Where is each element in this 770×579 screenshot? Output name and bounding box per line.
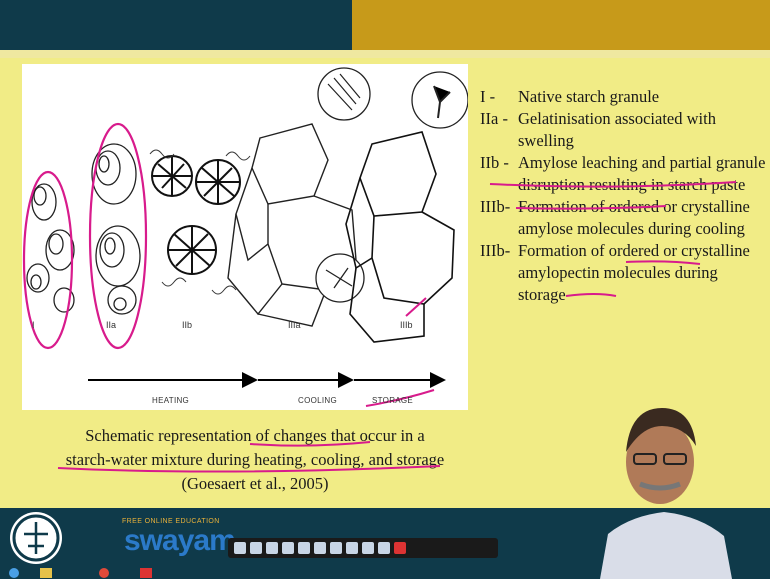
caption-annotations	[40, 440, 480, 476]
pdf-icon[interactable]	[140, 568, 152, 578]
stage-label-iiib: IIIb	[400, 320, 413, 330]
institute-logo-icon	[10, 512, 62, 564]
folder-icon[interactable]	[40, 568, 52, 578]
stage-label-iib: IIb	[182, 320, 192, 330]
zoom-inset-storage-left	[318, 68, 370, 120]
label-heating: HEATING	[152, 396, 189, 405]
annotation-underline	[490, 182, 736, 187]
label-storage: STORAGE	[372, 396, 413, 405]
taskbar	[0, 566, 200, 579]
undo-tool-icon[interactable]	[346, 542, 358, 554]
swollen-granules	[92, 144, 140, 314]
presenter-video	[560, 366, 770, 579]
pen-tool-icon[interactable]	[250, 542, 262, 554]
annotation-underline	[516, 206, 666, 209]
browser-icon[interactable]	[9, 568, 19, 578]
annotation-underline	[626, 261, 700, 264]
header-bar-gold	[352, 0, 770, 50]
annotation-underline	[566, 294, 616, 296]
swayam-wordmark: swayam	[124, 524, 235, 558]
schematic-drawing	[22, 64, 468, 410]
legend-item: I - Native starch granule	[480, 86, 766, 108]
text-tool-icon[interactable]	[330, 542, 342, 554]
line-tool-icon[interactable]	[314, 542, 326, 554]
legend-key: I -	[480, 86, 518, 108]
annotation-toolbar[interactable]	[228, 538, 498, 558]
stage-label-iia: IIa	[106, 320, 116, 330]
legend-text: Gelatinisation associated with swelling	[518, 108, 766, 152]
legend-text: Native starch granule	[518, 86, 766, 108]
highlighter-tool-icon[interactable]	[266, 542, 278, 554]
header-bar-dark	[0, 0, 352, 50]
clear-tool-icon[interactable]	[394, 542, 406, 554]
eraser-tool-icon[interactable]	[282, 542, 294, 554]
legend-item: IIa - Gelatinisation associated with swe…	[480, 108, 766, 152]
disrupted-granules	[152, 156, 240, 274]
institute-logo	[10, 512, 62, 564]
redo-tool-icon[interactable]	[362, 542, 374, 554]
legend-annotations	[476, 180, 766, 300]
process-timeline	[88, 372, 446, 388]
stage-label-iiia: IIIa	[288, 320, 301, 330]
starch-schematic-figure: I IIa IIb IIIa IIIb HEATING COOLING STOR…	[22, 64, 468, 410]
header-ribbon	[0, 50, 770, 58]
stage-label-i: I	[32, 320, 35, 330]
label-cooling: COOLING	[298, 396, 337, 405]
swayam-logo: FREE ONLINE EDUCATION swayam	[116, 516, 236, 566]
color-tool-icon[interactable]	[378, 542, 390, 554]
retrograded-network-storage	[346, 132, 454, 342]
pointer-tool-icon[interactable]	[234, 542, 246, 554]
chrome-icon[interactable]	[99, 568, 109, 578]
legend-key: IIa -	[480, 108, 518, 152]
shape-tool-icon[interactable]	[298, 542, 310, 554]
